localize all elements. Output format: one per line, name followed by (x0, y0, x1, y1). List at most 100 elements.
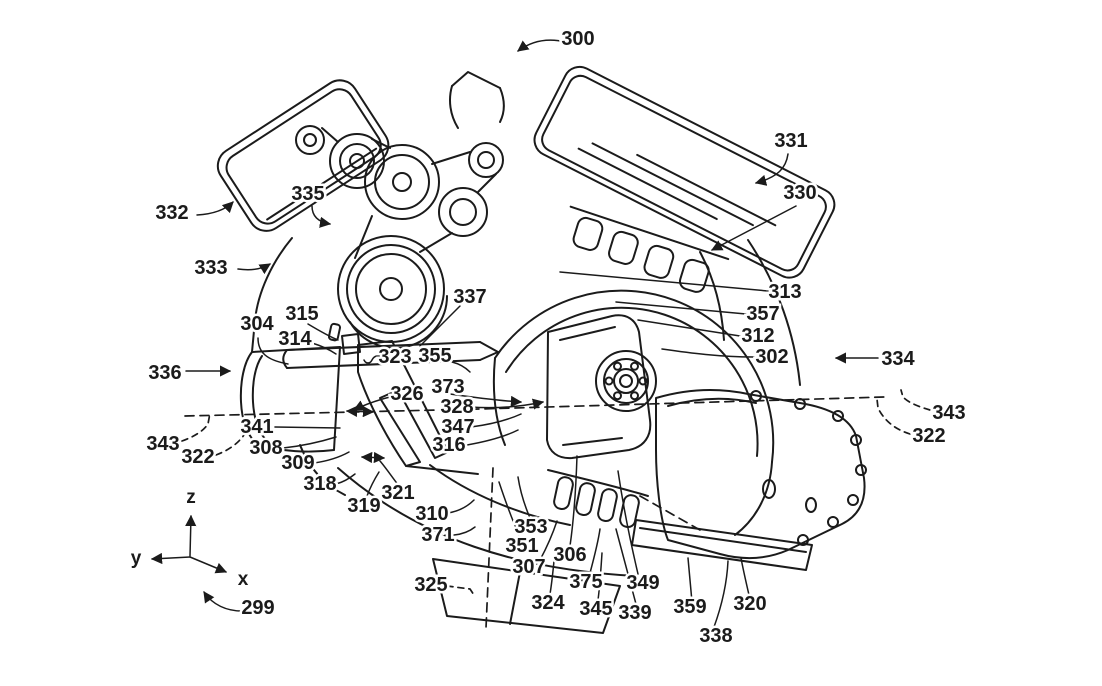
path-stroke (405, 465, 479, 475)
ref-label-323: 323 (378, 346, 411, 368)
ref-label-306: 306 (553, 544, 586, 566)
rect-stroke (608, 230, 639, 265)
path-stroke (509, 571, 521, 625)
circle-stroke (613, 368, 639, 394)
ref-label-321: 321 (381, 482, 414, 504)
line-stroke (569, 205, 730, 261)
path-stroke (687, 557, 693, 603)
ref-label-316: 316 (432, 434, 465, 456)
path-stroke (485, 467, 494, 629)
g-stroke (533, 65, 836, 279)
clearance-double-arrow-2 (360, 451, 386, 464)
ref-label-324: 324 (531, 592, 565, 614)
path-stroke (311, 342, 337, 355)
ref-label-343: 343 (932, 402, 965, 424)
path-stroke (282, 349, 288, 369)
path-stroke (639, 527, 807, 553)
ellipse-stroke (762, 479, 776, 499)
line-stroke (354, 215, 373, 259)
g-stroke (569, 205, 730, 293)
path-stroke (754, 153, 789, 186)
ref-label-336: 336 (148, 362, 181, 384)
rect-stroke (575, 482, 596, 517)
ref-label-319: 319 (347, 495, 380, 517)
circle-stroke (603, 358, 649, 404)
ref-label-330: 330 (783, 182, 816, 204)
circle-stroke (847, 494, 859, 506)
rect-stroke (225, 88, 382, 225)
path-stroke (466, 429, 519, 446)
path-stroke (256, 443, 335, 453)
path-stroke (251, 237, 293, 353)
circle-stroke (303, 133, 317, 147)
left-valve-cover (216, 79, 390, 232)
path-stroke (366, 471, 380, 497)
circle-stroke (797, 534, 809, 546)
y-axis-arrow (150, 552, 191, 565)
circle-stroke (438, 187, 488, 237)
ref-label-351: 351 (505, 535, 538, 557)
path-stroke (559, 271, 769, 292)
motor-generator (546, 314, 657, 460)
ref-label-349: 349 (626, 572, 659, 594)
ref-label-334: 334 (881, 348, 915, 370)
path-stroke (335, 473, 356, 485)
path-stroke (184, 396, 885, 417)
ref-label-318: 318 (303, 473, 336, 495)
ref-label-310: 310 (415, 503, 448, 525)
path-stroke (181, 412, 211, 442)
dashed-brackets (181, 389, 931, 596)
circle-stroke (604, 376, 614, 386)
path-stroke (639, 495, 701, 531)
ref-label-359: 359 (673, 596, 706, 618)
ref-label-331: 331 (774, 130, 807, 152)
path-stroke (286, 359, 481, 369)
path-stroke (617, 470, 639, 575)
path-stroke (419, 305, 461, 347)
rect-stroke (572, 216, 604, 251)
path-stroke (357, 340, 449, 467)
crankshaft-axis-dashed-line (184, 396, 885, 629)
path-stroke (286, 341, 481, 351)
circle-stroke (619, 374, 633, 388)
ref-label-312: 312 (741, 325, 774, 347)
axis-letter-y: y (131, 548, 142, 569)
line-stroke (477, 173, 497, 193)
line-stroke (266, 147, 378, 221)
path-stroke (562, 437, 623, 446)
circle-stroke (449, 198, 477, 226)
rect-stroke (619, 494, 640, 529)
path-stroke (549, 560, 555, 595)
circle-stroke (379, 277, 403, 301)
rect-stroke (678, 258, 710, 293)
path-stroke (876, 398, 911, 435)
path-stroke (547, 469, 649, 497)
path-stroke (615, 301, 747, 315)
right-valve-cover (533, 65, 836, 279)
circle-stroke (832, 410, 844, 422)
z-axis-arrow (185, 514, 197, 557)
oil-pan (432, 558, 621, 634)
ref-label-315: 315 (285, 303, 318, 325)
ref-label-302: 302 (755, 346, 788, 368)
rect-stroke (541, 74, 827, 272)
path-stroke (251, 355, 267, 441)
path-stroke (559, 326, 616, 341)
ref-label-357: 357 (746, 303, 779, 325)
path-stroke (196, 201, 234, 216)
ref-label-341: 341 (240, 416, 273, 438)
path-stroke (494, 289, 775, 463)
ref-label-335: 335 (291, 183, 324, 205)
path-stroke (282, 436, 337, 449)
ref-label-314: 314 (278, 328, 312, 350)
path-stroke (734, 461, 773, 536)
path-stroke (333, 346, 341, 451)
ref-label-353: 353 (514, 516, 547, 538)
ref-label-371: 371 (421, 524, 454, 546)
ref-label-322: 322 (912, 425, 945, 447)
front-accessory-drive (295, 125, 504, 349)
path-stroke (363, 355, 385, 364)
bell-housing (492, 289, 775, 536)
